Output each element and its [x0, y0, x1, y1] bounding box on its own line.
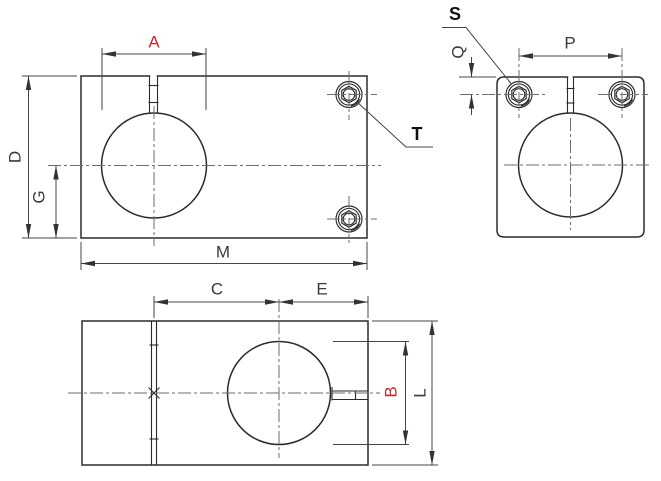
dim-label-e: E [316, 279, 328, 299]
side-outline [496, 76, 645, 238]
dim-a [101, 48, 207, 110]
dim-label-q: Q [448, 45, 468, 59]
dim-label-p: P [564, 33, 576, 53]
dim-c [153, 296, 279, 318]
dim-e [279, 296, 369, 318]
dim-l [372, 320, 438, 466]
front-view [22, 48, 433, 270]
dim-q [459, 57, 496, 115]
dim-label-b: B [381, 386, 401, 398]
side-view [442, 27, 650, 238]
dim-label-a: A [148, 32, 160, 52]
callout-s-leader [442, 27, 512, 84]
dim-b [333, 341, 409, 445]
clamp-screw-hole [331, 387, 368, 401]
top-view [68, 296, 438, 466]
dim-label-c: C [210, 279, 224, 299]
top-outline [81, 320, 369, 466]
front-outline [80, 75, 368, 239]
dim-label-m: M [215, 242, 231, 262]
callout-label-t: T [411, 124, 423, 144]
side-slit [566, 77, 575, 114]
front-screw-centerlines [327, 71, 377, 243]
front-slit [148, 76, 159, 113]
callout-t-leader [355, 100, 433, 148]
dim-label-g: G [29, 190, 49, 204]
dim-label-d: D [5, 150, 25, 164]
dim-m [80, 242, 368, 270]
callout-label-s: S [448, 4, 462, 24]
side-screw-centerlines [460, 48, 648, 118]
dim-label-l: L [410, 388, 430, 398]
dim-d [22, 75, 77, 239]
